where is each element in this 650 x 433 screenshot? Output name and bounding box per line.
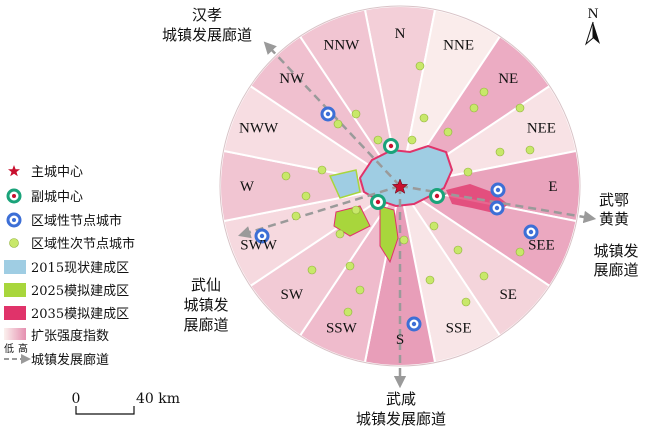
builtup-south bbox=[379, 205, 399, 264]
corridor-east-line2: 黄黄 bbox=[599, 210, 629, 228]
legend-main-city: 主城中心 bbox=[31, 165, 83, 180]
corridor-east-line3: 城镇发 bbox=[593, 242, 638, 260]
sector-label-ssw: SSW bbox=[326, 320, 358, 336]
sector-label-sse: SSE bbox=[446, 320, 472, 336]
sector-label-nee: NEE bbox=[527, 120, 556, 136]
city-markers bbox=[254, 61, 539, 332]
legend-built-2015-swatch bbox=[4, 260, 26, 274]
corridor-sw-line2: 城镇发 bbox=[183, 296, 228, 314]
main-city-star bbox=[391, 178, 409, 194]
legend-expansion-index: 扩张强度指数 bbox=[31, 328, 109, 344]
sector-label-s: S bbox=[396, 332, 404, 348]
corridor-east-line4: 展廊道 bbox=[593, 261, 638, 279]
sector-label-see: SEE bbox=[528, 238, 555, 254]
legend-regional-node: 区域性节点城市 bbox=[31, 213, 122, 229]
sector-label-nnw: NNW bbox=[323, 38, 360, 54]
corridor-label-southwest: 武仙 城镇发 展廊道 bbox=[183, 276, 228, 334]
corridor-north-line2: 城镇发展廊道 bbox=[162, 26, 252, 44]
legend-built-2015: 2015现状建成区 bbox=[31, 261, 129, 276]
north-arrow-label: N bbox=[588, 6, 599, 22]
scale-line bbox=[75, 406, 135, 415]
sector-label-sw: SW bbox=[281, 287, 304, 303]
scale-distance: 40 km bbox=[136, 391, 180, 407]
legend-low: 低 bbox=[4, 342, 14, 355]
legend: 主城中心 副城中心 区域性节点城市 区域性次节点城市 2015现状建成区 202… bbox=[4, 165, 135, 368]
sector-label-nww: NWW bbox=[239, 120, 279, 136]
regional-subnode-markers bbox=[281, 61, 535, 317]
legend-main-city-icon bbox=[8, 165, 20, 177]
legend-regional-subnode: 区域性次节点城市 bbox=[31, 236, 135, 252]
sector-ring-outline bbox=[219, 5, 581, 367]
sector-label-nw: NW bbox=[279, 71, 305, 87]
corridor-label-south: 武咸 城镇发展廊道 bbox=[356, 390, 446, 428]
legend-sim-2035-swatch bbox=[4, 306, 26, 320]
builtup-west bbox=[328, 169, 361, 199]
corridor-sw-line3: 展廊道 bbox=[183, 316, 228, 334]
regional-node-markers bbox=[254, 106, 539, 332]
legend-sim-2025: 2025模拟建成区 bbox=[31, 284, 129, 299]
corridor-label-north: 汉孝 城镇发展廊道 bbox=[162, 6, 252, 44]
legend-sim-2025-swatch bbox=[4, 283, 26, 297]
sector-label-nne: NNE bbox=[443, 38, 474, 54]
scale-zero: 0 bbox=[72, 391, 81, 407]
scale-bar: 0 40 km bbox=[72, 391, 180, 415]
legend-expansion-gradient bbox=[4, 328, 26, 340]
corridor-south-line1: 武咸 bbox=[386, 390, 416, 408]
corridor-south-line2: 城镇发展廊道 bbox=[356, 410, 446, 428]
legend-regional-subnode-icon bbox=[9, 238, 19, 248]
corridor-north-line1: 汉孝 bbox=[192, 6, 222, 24]
corridor-southwest bbox=[238, 184, 401, 239]
sub-city-markers bbox=[370, 138, 445, 210]
legend-high: 高 bbox=[18, 342, 28, 355]
corridor-east-line1: 武鄂 bbox=[599, 191, 629, 209]
sector-label-sww: SWW bbox=[240, 238, 278, 254]
sector-label-n: N bbox=[395, 26, 406, 42]
legend-corridor: 城镇发展廊道 bbox=[31, 352, 109, 368]
sector-label-ne: NE bbox=[498, 71, 518, 87]
corridor-label-east: 武鄂 黄黄 城镇发 展廊道 bbox=[593, 191, 638, 279]
sector-label-se: SE bbox=[499, 287, 517, 303]
north-arrow-left-half bbox=[584, 21, 594, 46]
sector-label-w: W bbox=[240, 179, 255, 195]
sector-label-e: E bbox=[548, 179, 557, 195]
legend-sim-2035: 2035模拟建成区 bbox=[31, 307, 129, 322]
sector-labels: N NNE NE NEE E SEE SE SSE S SSW SW SWW W NWW NW NNW bbox=[239, 26, 558, 348]
legend-sub-city: 副城中心 bbox=[31, 190, 83, 205]
north-arrow: N bbox=[584, 6, 600, 46]
corridor-sw-line1: 武仙 bbox=[191, 276, 221, 294]
north-arrow-right-half bbox=[593, 22, 600, 44]
